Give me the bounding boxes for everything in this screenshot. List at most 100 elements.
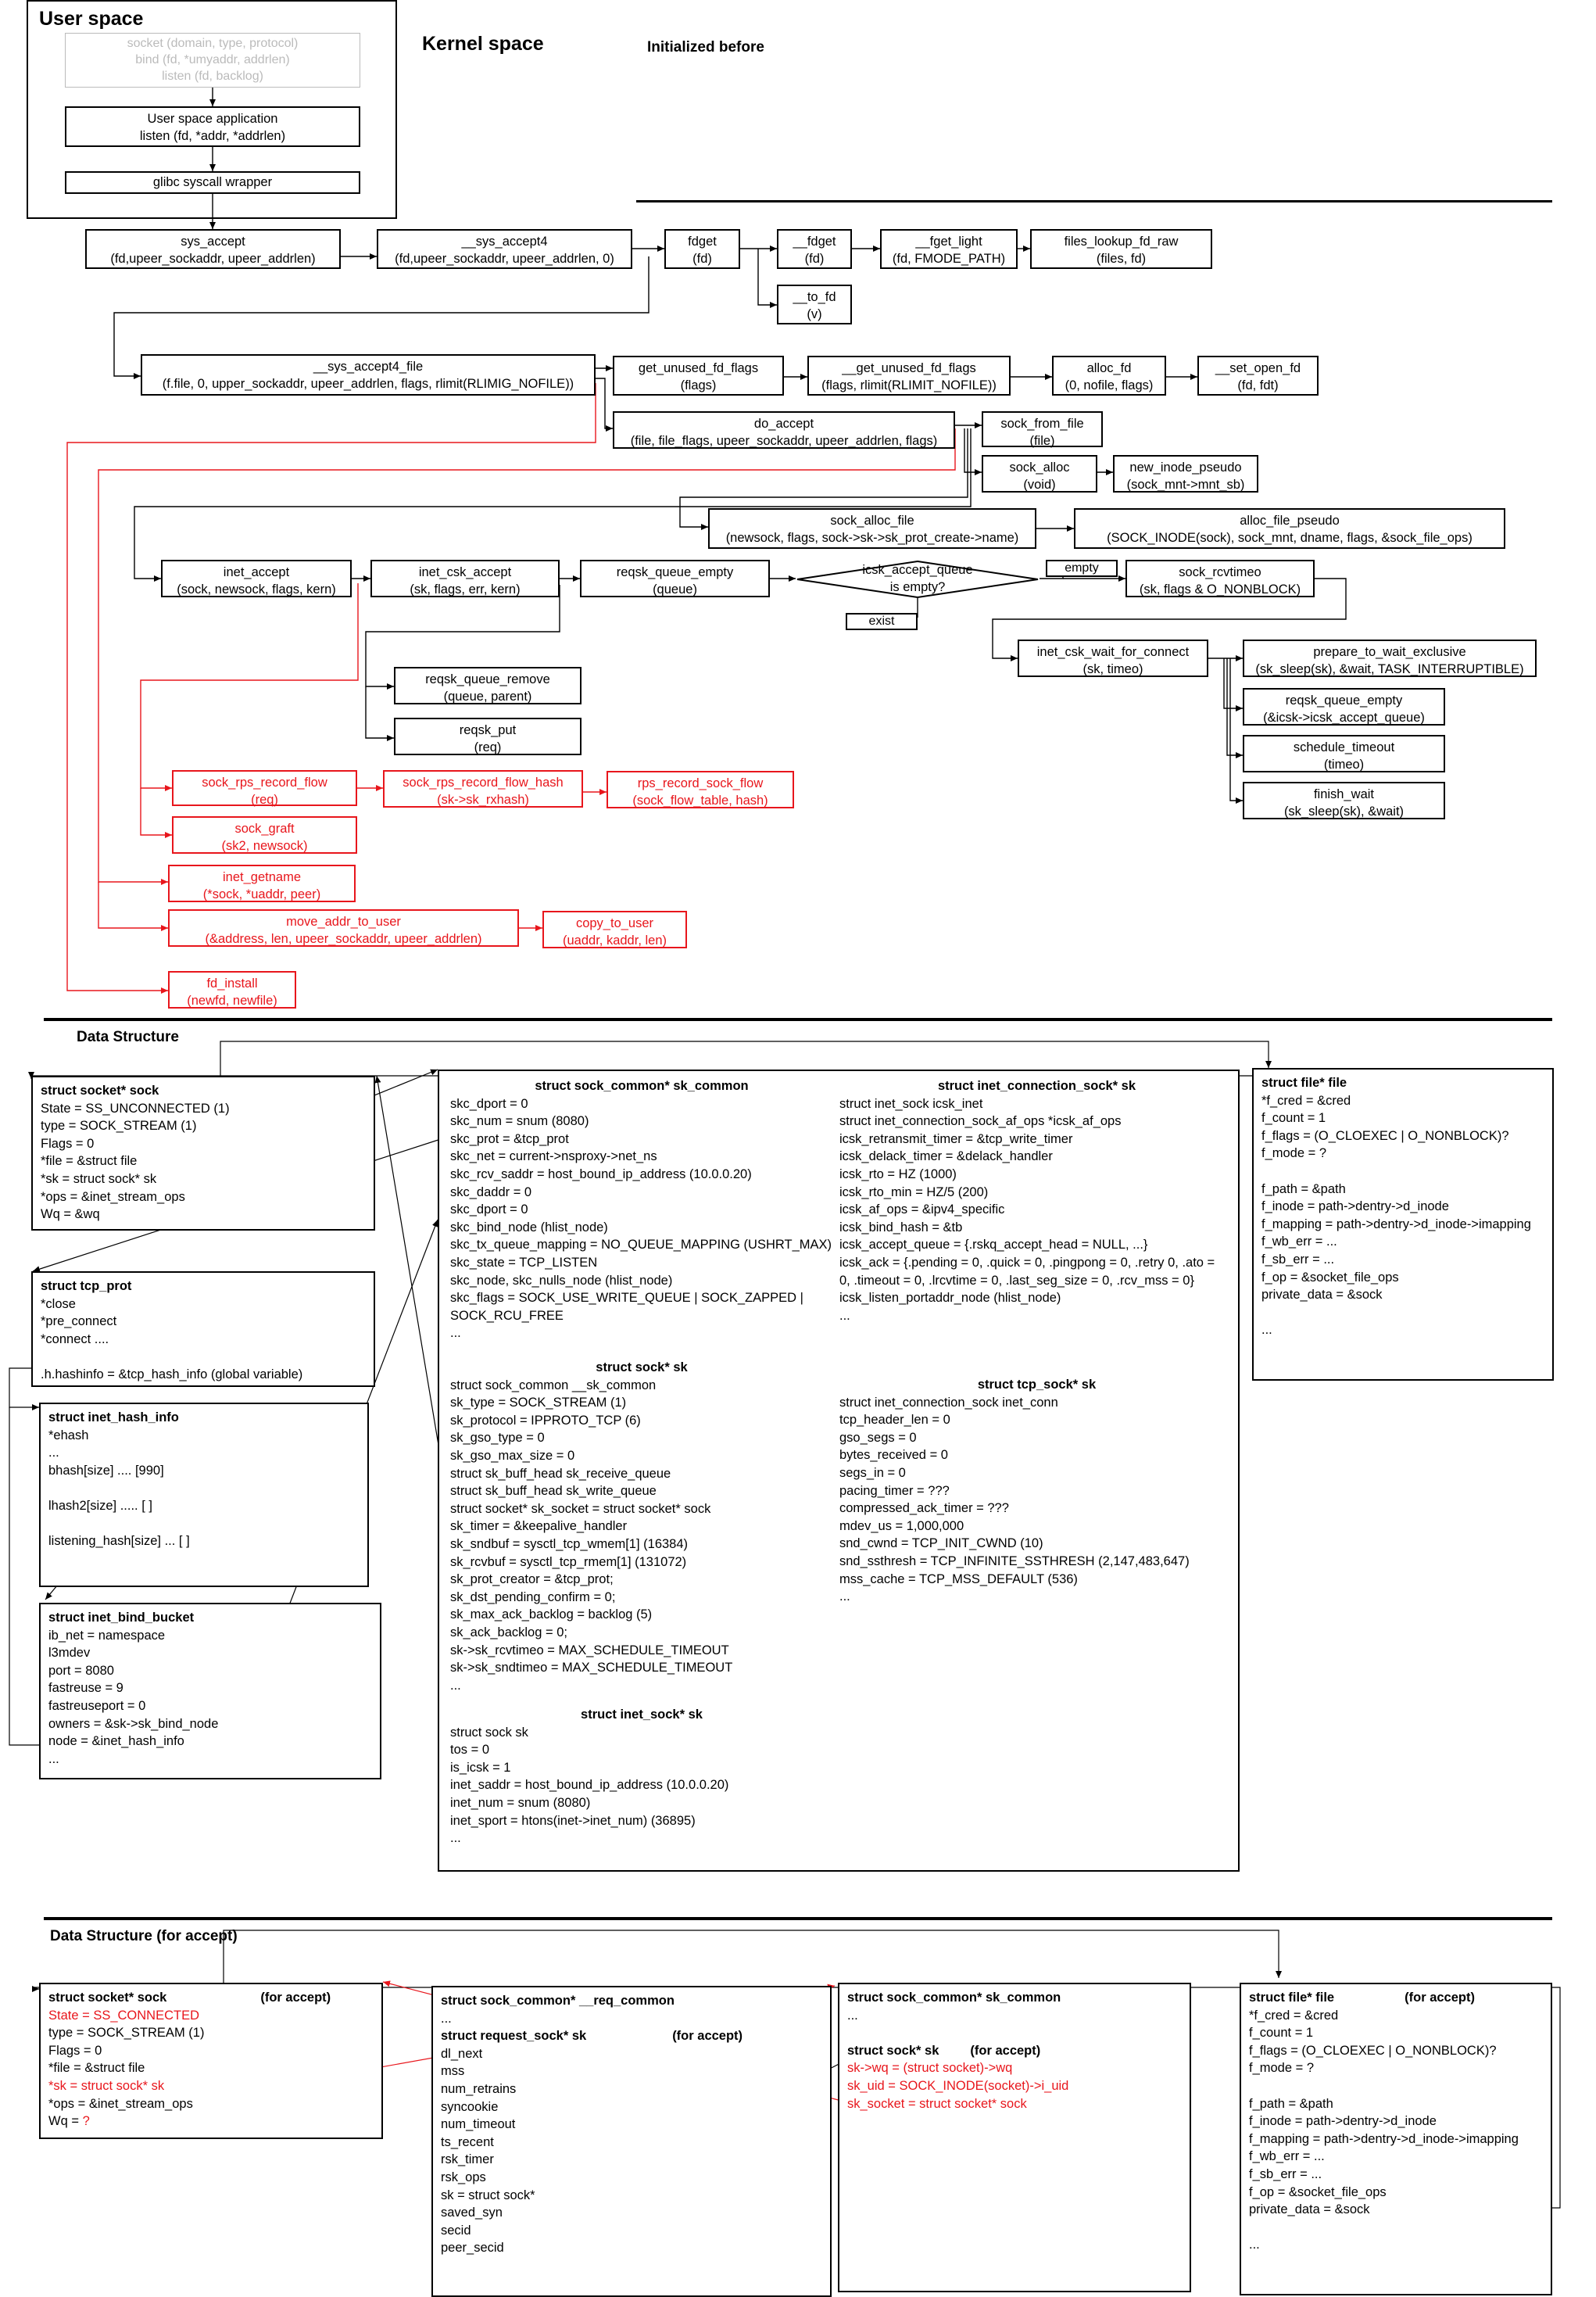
wire-doaccept-getname xyxy=(98,428,956,885)
text-line: (sk->sk_rxhash) xyxy=(437,793,529,807)
text-line: (sk_sleep(sk), &wait) xyxy=(1283,804,1405,819)
text-line: f_mode = ? xyxy=(1261,1146,1327,1161)
text-line: (files, fd) xyxy=(1096,252,1147,266)
text-line: icsk_ack = {.pending = 0, .quick = 0, .p… xyxy=(839,1255,1215,1270)
reqsk-queue-empty-box: reqsk_queue_empty(queue) xyxy=(580,560,770,597)
text-line: skc_daddr = 0 xyxy=(450,1184,532,1199)
text-line: skc_tx_queue_mapping = NO_QUEUE_MAPPING … xyxy=(450,1238,832,1252)
text-line: *ops = &inet_stream_ops xyxy=(41,1189,185,1204)
text-line: struct request_sock* sk xyxy=(441,2029,587,2044)
text-line: snd_ssthresh = TCP_INFINITE_SSTHRESH (2,… xyxy=(839,1553,1190,1568)
text-line: alloc_file_pseudo xyxy=(1240,514,1340,528)
text-line: glibc syscall wrapper xyxy=(152,175,273,189)
alloc-file-pseudo-box: alloc_file_pseudo(SOCK_INODE(sock), sock… xyxy=(1074,508,1505,549)
text-line: (for accept) xyxy=(1405,1991,1475,2005)
text-line: f_mapping = path->dentry->d_inode->imapp… xyxy=(1261,1217,1531,1231)
text-line: *file = &struct file xyxy=(41,1154,138,1169)
text-line: f_sb_err = ... xyxy=(1261,1252,1335,1267)
text-line: reqsk_queue_empty xyxy=(616,565,734,579)
data-structure-divider xyxy=(44,1018,1552,1021)
files-lookup-box: files_lookup_fd_raw(files, fd) xyxy=(1030,229,1212,269)
text-line: *sk = struct sock* sk xyxy=(41,1171,157,1186)
text-line: type = SOCK_STREAM (1) xyxy=(41,1119,197,1134)
text-line: struct sock_common __sk_common xyxy=(450,1378,657,1392)
icsk-decision-diamond xyxy=(796,560,1039,599)
tcp-sock-title: struct tcp_sock* sk xyxy=(977,1378,1097,1392)
text-line: Wq = xyxy=(48,2114,83,2129)
text-line: f_path = &path xyxy=(1261,1181,1346,1196)
wire-doaccept-sockallocfile xyxy=(679,428,968,530)
text-line: reqsk_put xyxy=(459,723,517,737)
text-line: (sk, flags, err, kern) xyxy=(410,582,521,597)
text-line: bytes_received = 0 xyxy=(839,1448,948,1463)
text-line: sk_uid = SOCK_INODE(socket)->i_uid xyxy=(847,2078,1069,2093)
struct-file-title: struct file* file xyxy=(1261,1076,1347,1090)
text-line: prepare_to_wait_exclusive xyxy=(1313,645,1466,659)
text-line: sk_prot_creator = &tcp_prot; xyxy=(450,1572,614,1587)
acc-file-panel: struct file* file(for accept) *f_cred = … xyxy=(1240,1983,1552,2295)
text-line xyxy=(1261,1304,1544,1322)
text-line: (req) xyxy=(474,740,502,754)
text-line: f_path = &path xyxy=(1249,2096,1333,2111)
sock-common-column: struct sock_common* sk_common skc_dport … xyxy=(450,1077,833,1342)
initialized-before-label: Initialized before xyxy=(647,39,764,56)
text-line xyxy=(1249,2077,1543,2095)
text-line: skc_prot = &tcp_prot xyxy=(450,1131,569,1146)
text-line: f_wb_err = ... xyxy=(1261,1235,1337,1249)
move-addr-to-user-box: move_addr_to_user(&address, len, upeer_s… xyxy=(168,909,519,947)
text-line: (flags, rlimit(RLIMIT_NOFILE)) xyxy=(821,378,997,392)
text-line: .h.hashinfo = &tcp_hash_info (global var… xyxy=(41,1367,303,1381)
text-line: (req) xyxy=(251,793,278,807)
user-space-title: User space xyxy=(39,8,144,30)
reqsk-put-box: reqsk_put (req) xyxy=(394,718,582,755)
wire-doaccept-inetaccept xyxy=(134,428,972,582)
acc-sk-common-title: struct sock_common* sk_common xyxy=(847,1991,1061,2005)
kernel-space-title: Kernel space xyxy=(422,33,544,55)
text-line: (sock_mnt->mnt_sb) xyxy=(1126,478,1245,492)
text-line: port = 8080 xyxy=(48,1663,114,1678)
text-line: tos = 0 xyxy=(450,1743,489,1758)
text-line: struct socket* sock xyxy=(48,1991,167,2005)
text-line: (uaddr, kaddr, len) xyxy=(563,933,667,948)
text-line: ... xyxy=(839,1589,850,1604)
inet-getname-box: inet_getname(*sock, *uaddr, peer) xyxy=(168,865,356,902)
get-unused-fd2-box: __get_unused_fd_flags(flags, rlimit(RLIM… xyxy=(807,356,1011,396)
wire-wait-schedule xyxy=(1226,658,1243,758)
text-line: (*sock, *uaddr, peer) xyxy=(202,887,321,901)
text-line: get_unused_fd_flags xyxy=(638,361,759,375)
text-line: icsk_accept_queue xyxy=(862,563,973,577)
text-line xyxy=(48,1515,360,1533)
user-syscalls-box: socket (domain, type, protocol) bind (fd… xyxy=(65,33,360,88)
text-line: User space application xyxy=(147,112,278,126)
text-line: (for accept) xyxy=(970,2043,1041,2058)
wire-wait-finish xyxy=(1229,658,1243,804)
text-line: sk_ack_backlog = 0; xyxy=(450,1625,567,1639)
text-line: is empty? xyxy=(889,580,946,594)
text-line: private_data = &sock xyxy=(1261,1288,1383,1303)
text-line: sock_graft xyxy=(234,822,295,836)
wire-csk-remove xyxy=(365,585,560,690)
text-line: (file, file_flags, upeer_sockaddr, upeer… xyxy=(630,434,938,448)
fdget2-box: __fdget(fd) xyxy=(777,229,852,269)
text-line: (fd, fdt) xyxy=(1237,378,1279,392)
text-line: skc_rcv_saddr = host_bound_ip_address (1… xyxy=(450,1166,752,1181)
text-line: inet_num = snum (8080) xyxy=(450,1795,591,1810)
text-line: Wq = &wq xyxy=(41,1207,100,1222)
text-line: SOCK_RCU_FREE xyxy=(450,1308,564,1323)
empty-label: empty xyxy=(1046,560,1118,577)
listen-syscall: listen (fd, backlog) xyxy=(162,70,263,83)
acc-req-common-title: struct sock_common* __req_common xyxy=(441,1994,675,2008)
inet-accept-box: inet_accept(sock, newsock, flags, kern) xyxy=(161,560,352,597)
text-line: fastreuse = 9 xyxy=(48,1681,123,1696)
text-line: ... xyxy=(1249,2238,1260,2252)
text-line: ... xyxy=(839,1308,850,1323)
text-line: num_retrains xyxy=(441,2081,517,2096)
text-line: skc_state = TCP_LISTEN xyxy=(450,1255,598,1270)
get-unused-fd-box: get_unused_fd_flags(flags) xyxy=(613,356,784,396)
text-line: sk->sk_rcvtimeo = MAX_SCHEDULE_TIMEOUT xyxy=(450,1643,729,1657)
text-line: private_data = &sock xyxy=(1249,2202,1370,2217)
text-line: struct sock sk xyxy=(450,1725,528,1740)
text-line: Flags = 0 xyxy=(41,1136,95,1151)
text-line: compressed_ack_timer = ??? xyxy=(839,1501,1009,1516)
text-line xyxy=(48,1479,360,1497)
